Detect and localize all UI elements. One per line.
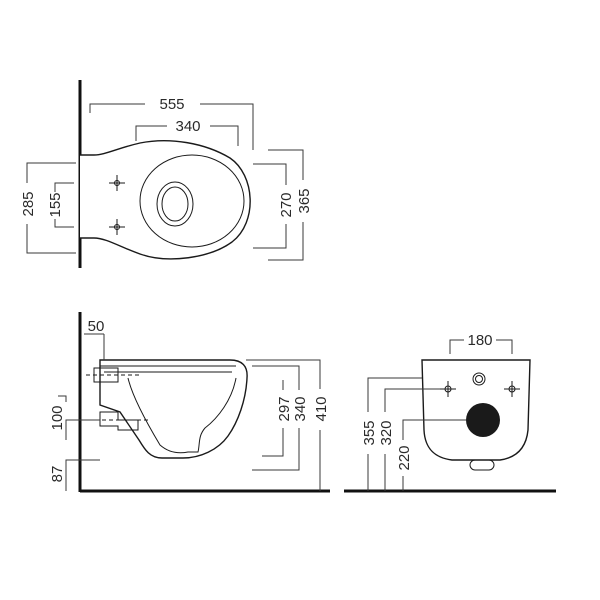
dim-270: 270 [253, 163, 295, 249]
dim-410: 410 [246, 359, 330, 491]
dim-270-label: 270 [278, 192, 295, 217]
dim-365: 365 [268, 149, 313, 261]
dim-355: 355 [361, 377, 422, 491]
dim-297: 297 [262, 380, 293, 457]
dim-340: 340 [135, 118, 239, 146]
dim-100: 100 [49, 395, 100, 440]
dim-297-label: 297 [276, 396, 293, 421]
dim-365-label: 365 [296, 188, 313, 213]
dim-155: 155 [47, 182, 74, 228]
rear-view: 180 355 320 220 [344, 332, 556, 493]
dim-285-label: 285 [20, 191, 37, 216]
rear-fixing-hole-right [504, 381, 520, 397]
outlet-pipe [99, 411, 139, 431]
rear-outlet-hole [466, 403, 500, 437]
dim-220-label: 220 [396, 445, 413, 470]
dim-87: 87 [49, 459, 100, 491]
dim-50: 50 [84, 318, 105, 360]
bowl-opening-inner [161, 186, 189, 222]
dim-87-label: 87 [49, 466, 66, 483]
bowl-outline-top [80, 140, 251, 260]
bowl-outline-side [99, 359, 248, 459]
dim-555: 555 [89, 96, 254, 150]
dim-220: 220 [396, 419, 466, 491]
dim-180-label: 180 [467, 332, 492, 349]
bowl-rim-top [139, 154, 245, 248]
rear-inlet-hole [472, 372, 486, 386]
dim-100-label: 100 [49, 405, 66, 430]
top-view: 555 340 285 155 270 365 [20, 80, 313, 268]
bowl-opening-top [156, 181, 194, 227]
dim-50-label: 50 [88, 318, 105, 335]
fixing-hole-upper [109, 175, 125, 191]
dim-340-side-label: 340 [292, 396, 309, 421]
rear-fixing-hole-left [440, 381, 456, 397]
rear-foot [469, 459, 495, 471]
dim-410-label: 410 [313, 396, 330, 421]
dim-155-label: 155 [47, 192, 64, 217]
dim-355-label: 355 [361, 420, 378, 445]
side-view: 50 100 87 297 340 410 [49, 312, 330, 493]
dim-180: 180 [449, 332, 513, 354]
dim-340-side: 340 [252, 365, 309, 471]
dim-320: 320 [378, 388, 440, 491]
fixing-hole-lower [109, 219, 125, 235]
dim-555-label: 555 [159, 96, 184, 113]
dim-320-label: 320 [378, 420, 395, 445]
dim-285: 285 [20, 162, 76, 254]
dim-340-label: 340 [175, 118, 200, 135]
